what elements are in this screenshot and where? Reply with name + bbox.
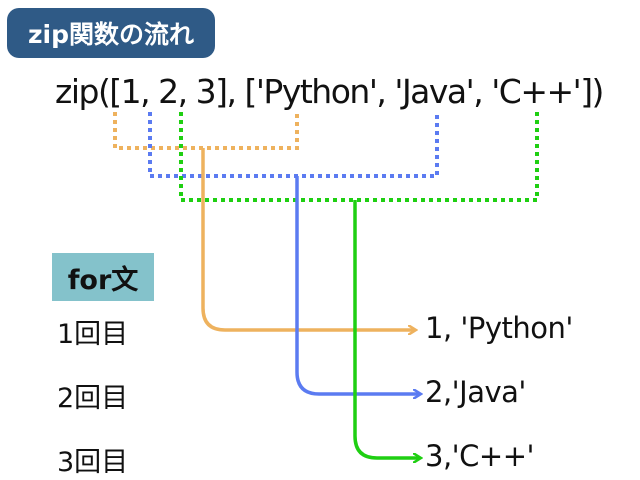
bracket-numbers-list [113,112,299,150]
flow-arrow-1 [201,148,415,330]
flow-arrow-3 [353,200,420,458]
iteration-label-3: 3回目 [57,447,129,478]
bracket-python-java [148,112,439,178]
iteration-result-3: 3,'C++' [425,439,534,473]
iteration-result-2: 2,'Java' [425,375,526,409]
title-badge: zip関数の流れ [7,8,215,58]
iteration-label-1: 1回目 [57,319,129,350]
for-loop-label: for文 [67,264,139,296]
title-text: zip関数の流れ [27,20,195,49]
bracket-strings-list [179,112,539,202]
iteration-label-2: 2回目 [57,383,129,414]
for-loop-badge: for文 [52,253,154,301]
zip-code-line: zip([1, 2, 3], ['Python', 'Java', 'C++']… [55,72,604,111]
flow-arrow-2 [295,176,420,394]
iteration-result-1: 1, 'Python' [425,311,573,345]
